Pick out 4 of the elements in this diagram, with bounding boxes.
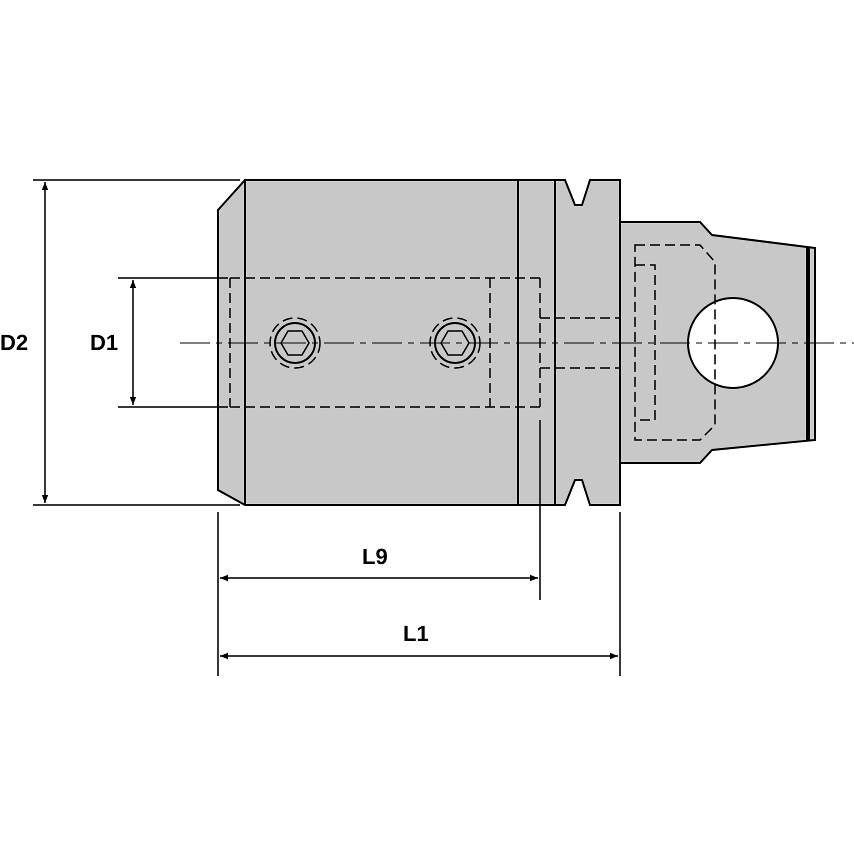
dimension-label: D2 bbox=[0, 331, 28, 355]
dimension-label: D1 bbox=[90, 331, 118, 355]
dimension-label: L9 bbox=[362, 545, 388, 569]
dimension-label: L1 bbox=[403, 622, 429, 646]
